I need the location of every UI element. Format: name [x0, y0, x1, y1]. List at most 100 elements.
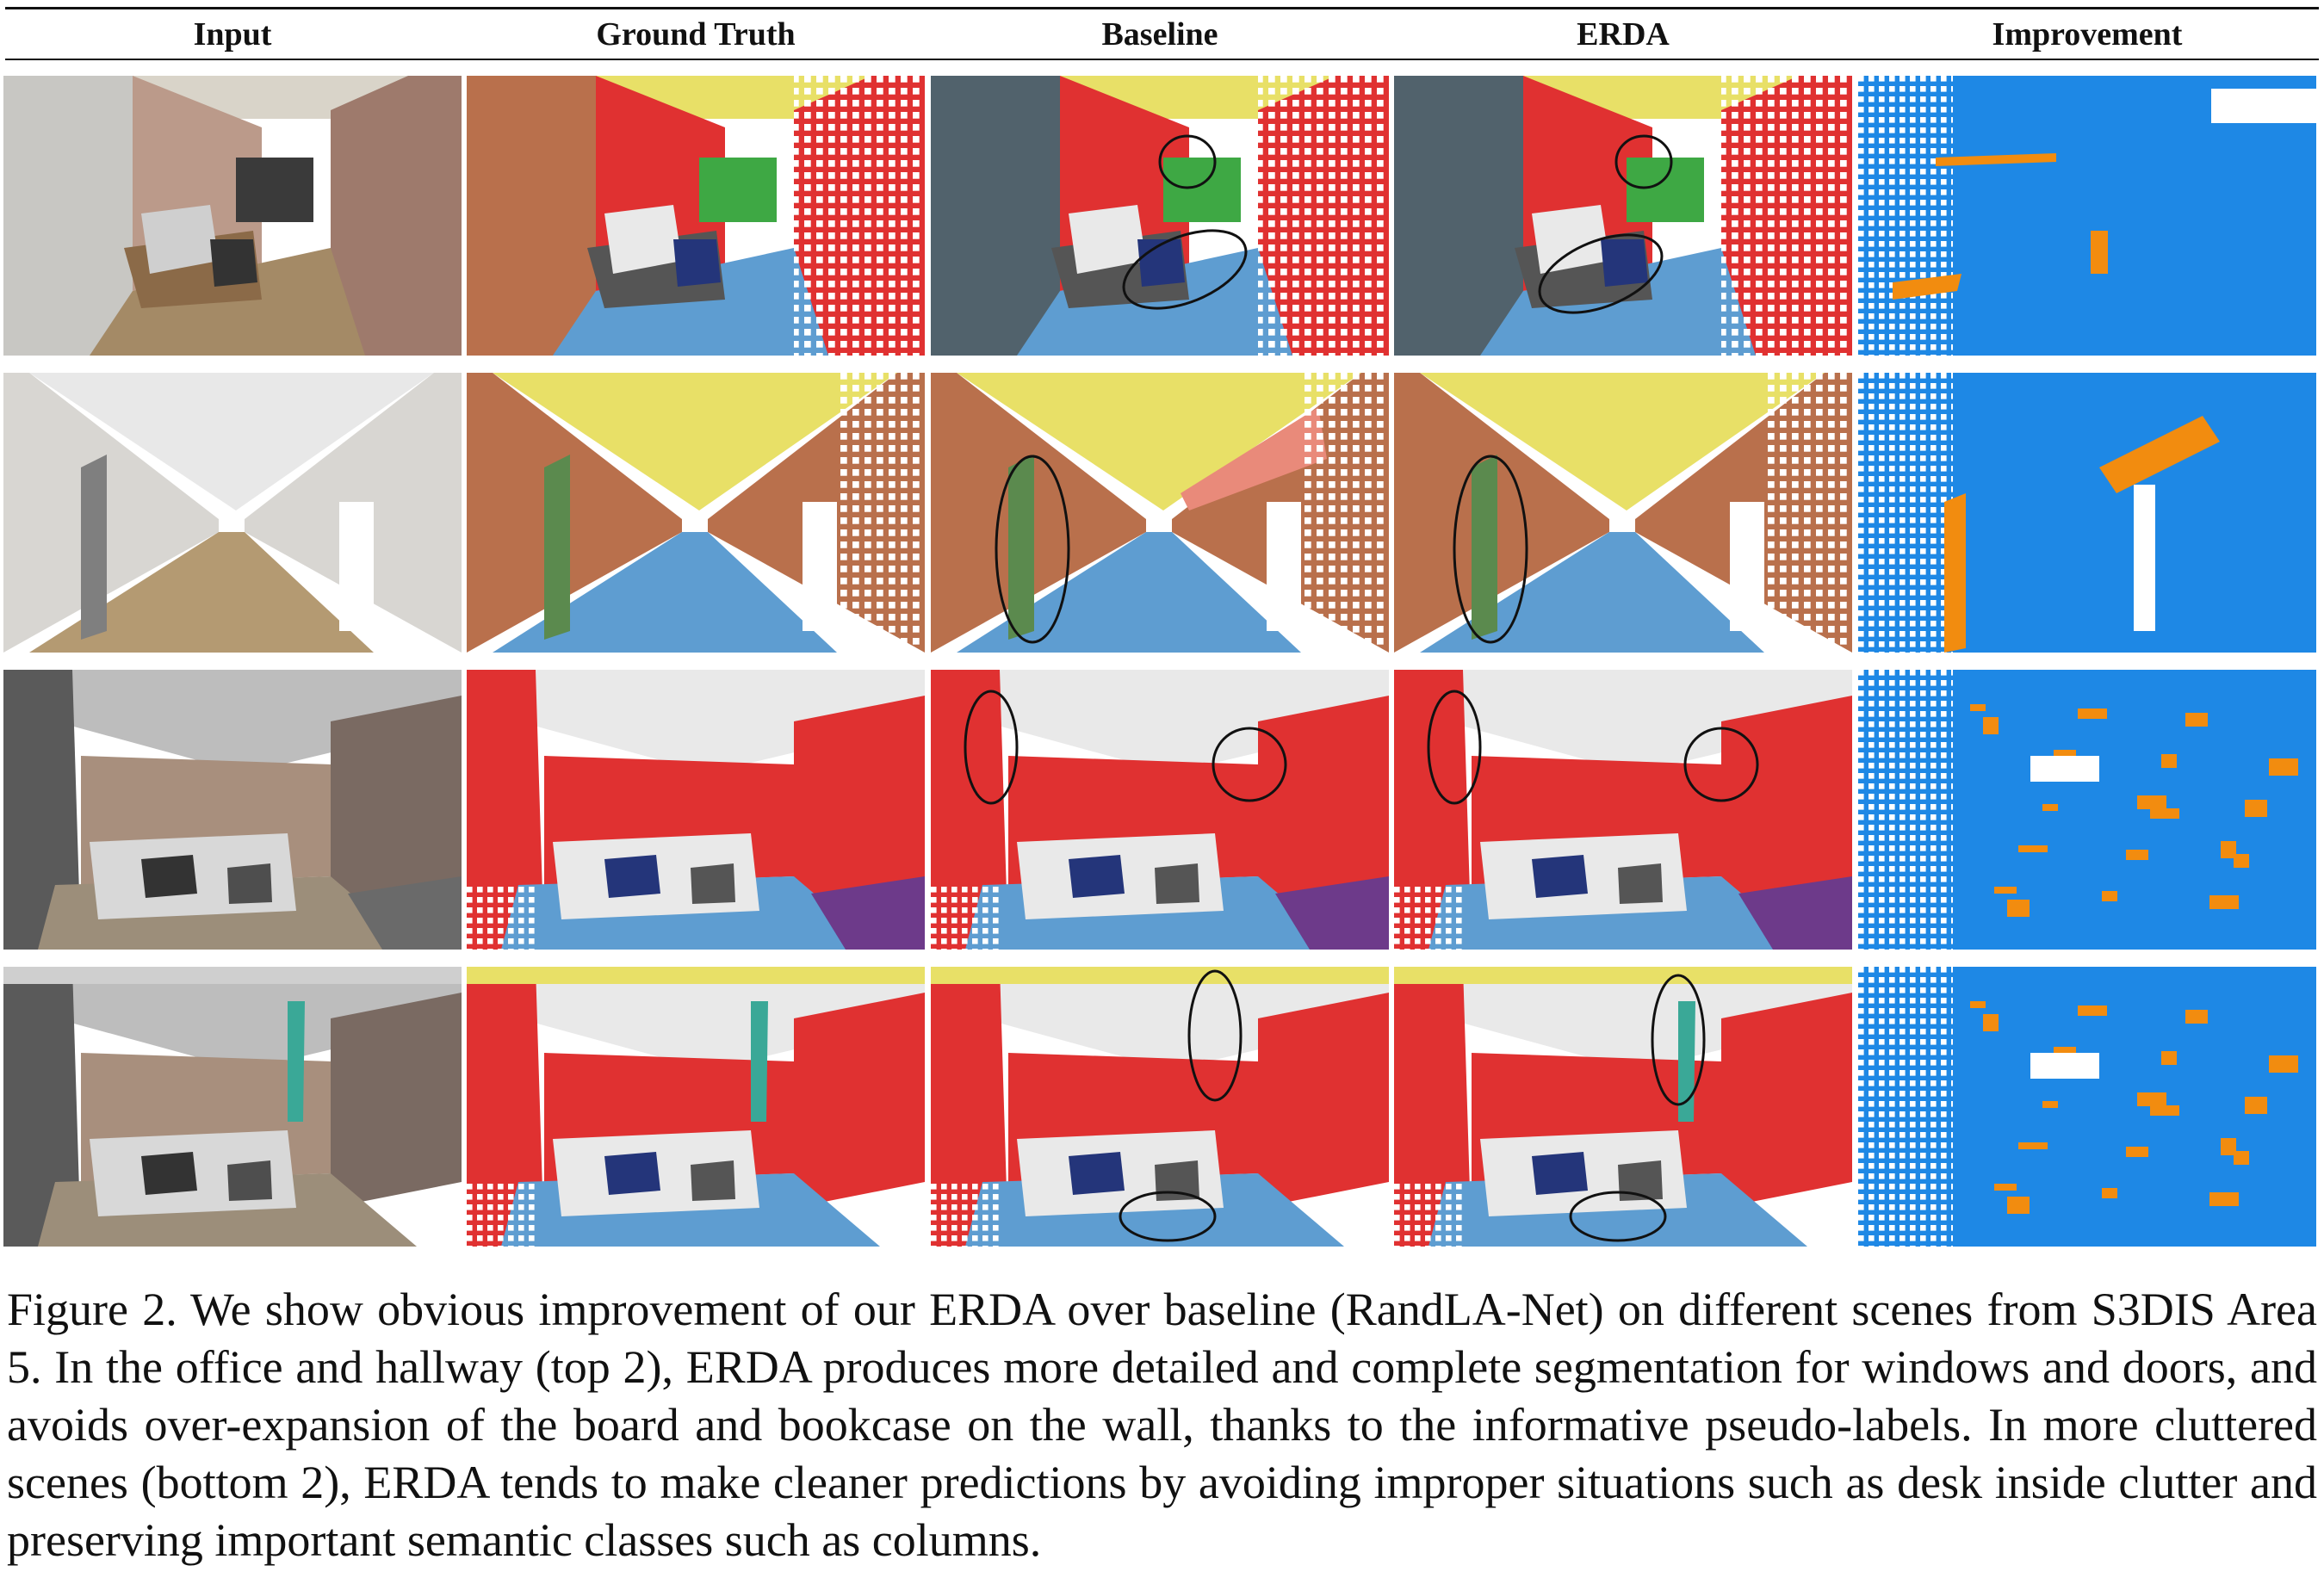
improved-region: [2126, 1147, 2148, 1157]
error-ellipse-door: [995, 455, 1070, 644]
missing-points: [2211, 89, 2316, 123]
panel-office-ground-truth: [467, 76, 925, 356]
figure-2: Input Ground Truth Baseline ERDA Improve…: [3, 7, 2319, 1247]
left-wall-region: [467, 373, 682, 653]
sofa-region: [348, 876, 462, 950]
ceiling-region: [1420, 373, 1825, 510]
improved-region: [2137, 1092, 2166, 1106]
left-wall-region: [1394, 76, 1523, 356]
sparse-points: [837, 373, 925, 653]
error-ellipse-board: [1158, 134, 1217, 189]
board-region: [1163, 158, 1241, 222]
panel-svg-office-input: [3, 76, 462, 356]
table-region: [1155, 1160, 1199, 1201]
table-region: [1155, 863, 1199, 904]
improved-region-door: [1944, 493, 1966, 653]
right-bookcase-region: [1258, 696, 1389, 911]
chair-region: [1601, 239, 1648, 287]
panel-svg-office-baseline: [931, 76, 1389, 356]
sofa-region: [811, 876, 925, 950]
panel-office-input: [3, 76, 462, 356]
panel-hallway-baseline: [931, 373, 1389, 653]
improved-region: [2007, 1197, 2030, 1214]
highlight-ellipse-column: [1651, 974, 1706, 1106]
improved-region: [1936, 153, 2056, 166]
missing-points: [2030, 1053, 2099, 1079]
right-bookcase-region: [794, 696, 925, 911]
door-region: [81, 455, 107, 640]
highlight-ellipse-column: [1427, 690, 1482, 805]
board-region: [699, 158, 777, 222]
improved-region: [2042, 804, 2058, 811]
left-bookcase-region: [467, 670, 544, 950]
sparse-points: [1301, 373, 1389, 653]
left-bookcase-region: [3, 670, 81, 950]
right-bookcase-region: [794, 993, 925, 1208]
panel-svg-office-erda: [1394, 76, 1852, 356]
improved-region: [2078, 1005, 2107, 1016]
table-region: [227, 1160, 272, 1201]
left-wall-region: [931, 373, 1146, 653]
door-region: [1008, 455, 1034, 640]
improved-region: [2126, 850, 2148, 860]
panel-svg-hallway-input: [3, 373, 462, 653]
clutter-region: [604, 205, 682, 274]
column-header-baseline: Baseline: [1101, 16, 1218, 53]
panel-svg-cluttered-office-1-baseline: [931, 670, 1389, 950]
doorway-opening: [1730, 502, 1764, 631]
sparse-points: [1858, 967, 1953, 1247]
improved-region: [2150, 808, 2179, 819]
floor-region: [29, 532, 374, 653]
board-region: [236, 158, 313, 222]
column-region: [1678, 1001, 1695, 1122]
panel-svg-cluttered-office-2-baseline: [931, 967, 1389, 1247]
floor-region: [1420, 532, 1764, 653]
panel-svg-cluttered-office-2-erda: [1394, 967, 1852, 1247]
error-ellipse-column: [1187, 969, 1243, 1102]
improved-region: [2269, 1055, 2298, 1073]
ceiling-clutter-region: [1428, 967, 1852, 1070]
improved-region: [2150, 1105, 2179, 1116]
doorway-opening: [339, 502, 374, 631]
chair-region: [604, 1152, 660, 1195]
panel-svg-hallway-erda: [1394, 373, 1852, 653]
improved-region: [2234, 1151, 2249, 1165]
missing-points: [2030, 756, 2099, 782]
ceiling-clutter-region: [501, 967, 925, 1070]
sparse-points: [931, 1182, 1000, 1247]
top-rule: [5, 7, 2319, 9]
left-bookcase-region: [3, 967, 81, 1247]
door-region: [1472, 455, 1497, 640]
ceiling-region: [1394, 967, 1852, 984]
improved-region: [2221, 1138, 2236, 1155]
panel-svg-cluttered-office-2-input: [3, 967, 462, 1247]
left-bookcase-region: [931, 967, 1008, 1247]
right-bookcase-region: [331, 993, 462, 1208]
column-header-ground-truth: Ground Truth: [596, 16, 796, 53]
floor-region: [957, 532, 1301, 653]
panel-cluttered-office-1-ground-truth: [467, 670, 925, 950]
doorway-opening: [1267, 502, 1301, 631]
highlight-ellipse-bookcase: [1683, 727, 1759, 802]
improved-region: [1983, 1014, 1999, 1031]
right-bookcase-region: [331, 76, 462, 356]
improved-region: [1970, 704, 1986, 711]
figure-caption: Figure 2. We show obvious improvement of…: [7, 1284, 2317, 1566]
panel-svg-cluttered-office-1-input: [3, 670, 462, 950]
ceiling-clutter-region: [38, 670, 462, 773]
improved-region: [2007, 900, 2030, 917]
sofa-region: [1275, 876, 1389, 950]
improved-region: [2209, 1192, 2239, 1206]
right-bookcase-region: [1258, 993, 1389, 1208]
sparse-points: [467, 1182, 536, 1247]
ceiling-clutter-region: [965, 670, 1389, 773]
error-ellipse-desk: [1119, 1191, 1217, 1242]
improved-region: [2245, 800, 2267, 817]
improved-region: [1994, 887, 2017, 894]
left-wall-region: [467, 76, 596, 356]
improved-region: [1983, 717, 1999, 734]
panel-svg-hallway-improvement: [1858, 373, 2316, 653]
column-region: [288, 1001, 305, 1122]
panel-svg-cluttered-office-1-erda: [1394, 670, 1852, 950]
ceiling-region: [29, 373, 434, 510]
